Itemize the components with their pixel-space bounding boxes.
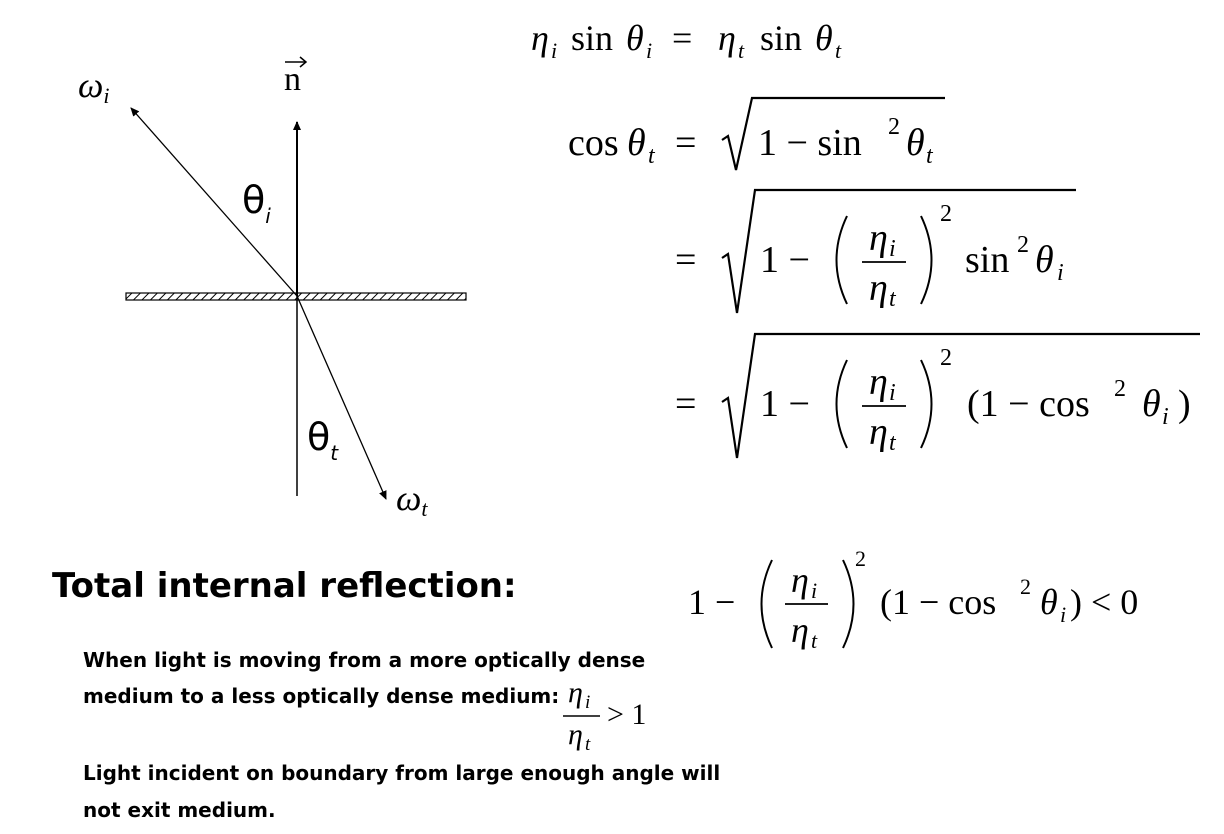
- svg-text:η: η: [869, 217, 888, 259]
- svg-text:): ): [1178, 383, 1191, 425]
- svg-text:sin: sin: [571, 18, 613, 58]
- svg-text:2: 2: [1017, 232, 1029, 258]
- theta-i-label: θi: [242, 178, 271, 228]
- ratio-sine-equation: = 1 − η i η t 2 sin 2 θ i: [675, 188, 1076, 314]
- svg-text:θ: θ: [1035, 239, 1054, 281]
- svg-text:i: i: [585, 692, 590, 713]
- svg-text:(1 − cos: (1 − cos: [880, 582, 996, 622]
- svg-text:i: i: [811, 578, 817, 603]
- svg-text:2: 2: [888, 114, 900, 140]
- description-line-4: not exit medium.: [83, 798, 276, 822]
- svg-text:(1 − cos: (1 − cos: [967, 383, 1090, 425]
- refraction-diagram: ωi n θi θt ωt: [78, 56, 467, 521]
- svg-text:η: η: [869, 267, 888, 309]
- svg-text:t: t: [811, 628, 818, 653]
- svg-text:η: η: [791, 610, 809, 650]
- svg-text:1 −: 1 −: [688, 582, 735, 622]
- svg-text:i: i: [889, 236, 896, 262]
- svg-text:2: 2: [940, 201, 952, 227]
- svg-text:cos: cos: [568, 122, 619, 164]
- svg-text:=: =: [675, 383, 696, 425]
- svg-text:t: t: [926, 143, 934, 169]
- svg-text:θ: θ: [1040, 582, 1058, 622]
- svg-text:=: =: [675, 239, 696, 281]
- ratio-cosine-equation: = 1 − η i η t 2 (1 − cos 2 θ i ): [675, 332, 1200, 459]
- svg-text:θ: θ: [1142, 383, 1161, 425]
- svg-text:i: i: [646, 38, 652, 63]
- svg-text:i: i: [1057, 260, 1064, 286]
- normal-arrow-icon: [285, 56, 308, 68]
- description-line-1: When light is moving from a more optical…: [83, 648, 646, 672]
- svg-text:i: i: [551, 38, 557, 63]
- svg-text:) < 0: ) < 0: [1070, 582, 1138, 622]
- svg-text:> 1: > 1: [607, 698, 646, 731]
- svg-text:t: t: [889, 286, 897, 312]
- transmitted-ray: [296, 295, 387, 500]
- omega-t-label: ωt: [396, 478, 428, 521]
- svg-text:i: i: [889, 380, 896, 406]
- svg-text:η: η: [718, 18, 736, 58]
- svg-text:t: t: [585, 734, 591, 755]
- svg-text:θ: θ: [626, 18, 644, 58]
- svg-text:η: η: [568, 676, 583, 709]
- svg-text:θ: θ: [906, 122, 925, 164]
- svg-text:θ: θ: [627, 122, 646, 164]
- svg-text:sin: sin: [965, 239, 1009, 281]
- svg-text:η: η: [869, 361, 888, 403]
- svg-text:η: η: [568, 718, 583, 751]
- svg-text:1 −: 1 −: [760, 239, 810, 281]
- description-line-3: Light incident on boundary from large en…: [83, 761, 721, 785]
- tir-inequality: 1 − η i η t 2 (1 − cos 2 θ i ) < 0: [688, 546, 1138, 653]
- svg-text:t: t: [835, 38, 842, 63]
- incident-ray: [130, 107, 298, 297]
- svg-text:1 −: 1 −: [760, 383, 810, 425]
- svg-text:sin: sin: [760, 18, 802, 58]
- description-line-2: medium to a less optically dense medium:: [83, 684, 560, 708]
- cosine-equation: cos θ t = 1 − sin 2 θ t: [568, 96, 945, 171]
- svg-text:η: η: [869, 411, 888, 453]
- ratio-greater-than-one: η i η t > 1: [563, 676, 646, 755]
- svg-text:=: =: [672, 18, 692, 58]
- tir-heading: Total internal reflection:: [52, 566, 517, 606]
- svg-text:t: t: [889, 430, 897, 456]
- svg-text:η: η: [531, 18, 549, 58]
- svg-text:2: 2: [1020, 574, 1031, 599]
- theta-t-label: θt: [307, 415, 339, 465]
- svg-text:2: 2: [1114, 376, 1126, 402]
- svg-text:2: 2: [940, 345, 952, 371]
- svg-text:i: i: [1162, 404, 1169, 430]
- omega-i-label: ωi: [78, 65, 110, 108]
- svg-text:t: t: [648, 143, 656, 169]
- normal-label: n: [284, 61, 301, 98]
- svg-text:t: t: [738, 38, 745, 63]
- svg-text:1 − sin: 1 − sin: [758, 122, 862, 164]
- snells-law-equation: η i sin θ i = η t sin θ t: [531, 18, 842, 63]
- svg-text:i: i: [1060, 602, 1066, 627]
- svg-text:θ: θ: [815, 18, 833, 58]
- svg-text:η: η: [791, 560, 809, 600]
- svg-text:=: =: [675, 122, 696, 164]
- svg-text:2: 2: [855, 546, 866, 571]
